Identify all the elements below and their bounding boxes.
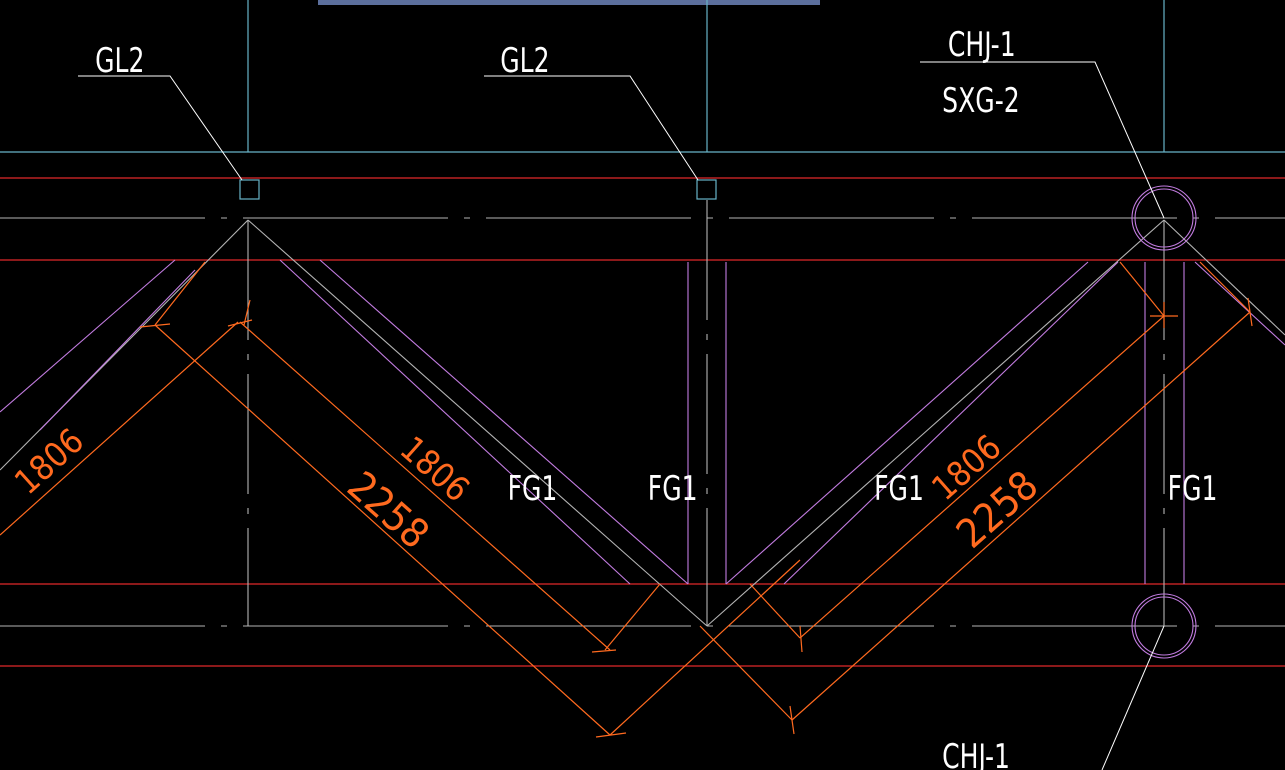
- member-a-outer: [0, 259, 176, 413]
- dim-line-2258-left: [154, 324, 611, 736]
- leader-lines: [78, 61, 1165, 770]
- member-outlines: [0, 185, 1285, 659]
- member-c-outer: [725, 261, 1089, 585]
- dim-line-cross-2: [604, 583, 661, 651]
- tick-2: [227, 319, 253, 327]
- axis-diagonal-3: [706, 219, 1165, 627]
- member-a-inner: [39, 269, 196, 431]
- label-gl2-left: GL2: [95, 41, 144, 80]
- label-sxg: SXG-2: [942, 81, 1020, 120]
- chj-node-top: [1131, 185, 1197, 251]
- column-lines: [0, 0, 1285, 200]
- dim-ext-right-1: [1119, 261, 1165, 317]
- axis-diagonal-2: [247, 219, 708, 627]
- dim-line-cross-3: [749, 583, 801, 639]
- dim-line-cross-4: [699, 625, 793, 721]
- leader-chj-top: [920, 61, 1165, 219]
- member-b-outer: [319, 259, 689, 585]
- tick-5: [595, 732, 627, 738]
- chj-node-bottom: [1131, 593, 1197, 659]
- tick-1: [139, 323, 171, 328]
- leader-gl2-mid: [484, 75, 699, 181]
- axis-diagonal-4: [1163, 219, 1285, 336]
- axis-lines: [0, 200, 1285, 627]
- label-fg1-c: FG1: [874, 469, 924, 508]
- tick-7: [789, 705, 795, 735]
- dim-line-cross-1: [609, 559, 801, 736]
- top-panel-bar: [318, 0, 820, 5]
- label-chj-bottom: CHJ-1: [942, 737, 1010, 770]
- chj-node-bottom-inner: [1134, 596, 1194, 656]
- label-fg1-a: FG1: [508, 469, 558, 508]
- member-c-inner: [783, 261, 1119, 585]
- tick-10: [1247, 297, 1253, 327]
- tick-6: [799, 625, 803, 653]
- gl2-column-marker-left: [239, 179, 260, 200]
- gl2-column-marker-mid: [696, 179, 717, 200]
- dim-line-right-1806: [799, 315, 1165, 639]
- dimension-lines: [0, 261, 1253, 738]
- dim-ext-left-2: [239, 321, 611, 651]
- beam-lines: [0, 177, 1285, 667]
- label-fg1-d: FG1: [1168, 469, 1218, 508]
- member-b-inner: [279, 259, 631, 585]
- leader-chj-bottom: [1101, 625, 1165, 770]
- label-fg1-b: FG1: [648, 469, 698, 508]
- chj-node-top-inner: [1134, 188, 1194, 248]
- dim-ext-left-1: [154, 261, 206, 326]
- dim-line-right-2258: [791, 311, 1251, 721]
- leader-gl2-left: [78, 75, 243, 181]
- tick-4: [591, 649, 617, 653]
- label-gl2-mid: GL2: [500, 41, 549, 80]
- label-chj-top: CHJ-1: [948, 25, 1016, 64]
- tick-3: [243, 299, 251, 326]
- dim-ext-right-2: [1199, 261, 1251, 313]
- dim-line-left-1806: [0, 321, 239, 536]
- axis-diagonal-1: [0, 219, 249, 471]
- member-d-outer: [1194, 261, 1285, 346]
